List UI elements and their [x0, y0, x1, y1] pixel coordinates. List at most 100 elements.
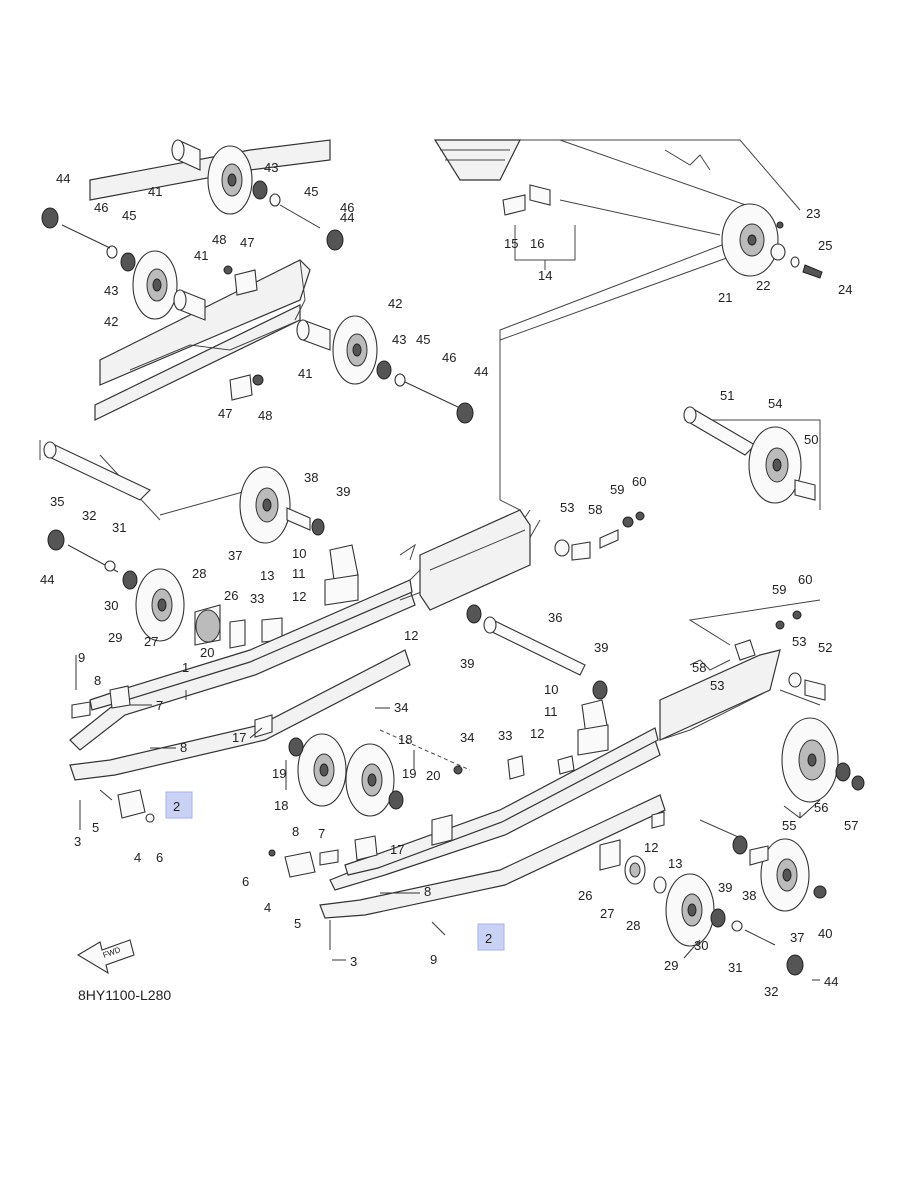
callout: 26	[224, 588, 238, 603]
callout: 33	[250, 591, 264, 606]
callout: 45	[416, 332, 430, 347]
bushing-27-left	[194, 604, 283, 649]
callout: 39	[460, 656, 474, 671]
callout: 17	[390, 842, 404, 857]
callout: 31	[728, 960, 742, 975]
idler-wheel-upper-2	[41, 207, 178, 320]
callout: 57	[844, 818, 858, 833]
callout: 9	[78, 650, 85, 665]
shaft-front	[43, 441, 151, 501]
callout: 17	[232, 730, 246, 745]
callout: 53	[560, 500, 574, 515]
callout: 51	[720, 388, 734, 403]
rear-arm-bracket-right	[659, 610, 826, 741]
callout: 60	[798, 572, 812, 587]
callout: 58	[692, 660, 706, 675]
callout: 16	[530, 236, 544, 251]
callout: 24	[838, 282, 852, 297]
callout: 40	[818, 926, 832, 941]
callout: 20	[426, 768, 440, 783]
callout: 36	[548, 610, 562, 625]
idler-wheel-37-upper	[239, 466, 325, 544]
callout: 50	[804, 432, 818, 447]
callout: 56	[814, 800, 828, 815]
callout: 30	[694, 938, 708, 953]
callout: 45	[304, 184, 318, 199]
callout: 47	[240, 235, 254, 250]
callout: 33	[498, 728, 512, 743]
callout: 44	[40, 572, 54, 587]
wheel-19-18-right	[345, 743, 404, 817]
callout: 19	[272, 766, 286, 781]
callout: 12	[292, 589, 306, 604]
callout: 8	[94, 673, 101, 688]
callout: 34	[394, 700, 408, 715]
diagram-code: 8HY1100-L280	[78, 987, 171, 1003]
collar-17-left	[254, 714, 273, 738]
callout: 9	[430, 952, 437, 967]
callout: 25	[818, 238, 832, 253]
callout: 12	[644, 840, 658, 855]
bracket-upper	[223, 265, 264, 401]
callout: 48	[258, 408, 272, 423]
collar-17-right	[431, 814, 453, 846]
slider-block-10-right	[577, 699, 609, 756]
slider-block-10-left	[324, 544, 359, 606]
callout: 46	[94, 200, 108, 215]
callout: 41	[298, 366, 312, 381]
callout: 7	[156, 698, 163, 713]
highlight-part-2-right: 2	[477, 923, 505, 951]
callout: 37	[790, 930, 804, 945]
callout: 46	[340, 200, 354, 215]
callout: 5	[92, 820, 99, 835]
wheel-37-right	[732, 835, 827, 912]
callout: 55	[782, 818, 796, 833]
callout: 44	[824, 974, 838, 989]
callout: 44	[340, 210, 354, 225]
wheel-55	[781, 717, 865, 803]
callout: 13	[668, 856, 682, 871]
shaft-36	[466, 604, 608, 700]
callout: 39	[594, 640, 608, 655]
callout: 21	[718, 290, 732, 305]
shaft-rear	[683, 406, 756, 456]
callout: 6	[156, 850, 163, 865]
idler-wheel-upper-3	[332, 315, 474, 424]
assembly-reference-lines	[39, 139, 821, 841]
callout: 18	[398, 732, 412, 747]
highlighted-part-label: 2	[485, 931, 492, 946]
callout: 38	[742, 888, 756, 903]
callout: 52	[818, 640, 832, 655]
callout: 28	[626, 918, 640, 933]
callout: 4	[264, 900, 271, 915]
highlighted-part-label: 2	[173, 799, 180, 814]
slide-rail-right	[319, 727, 666, 919]
callout: 23	[806, 206, 820, 221]
callout: 41	[194, 248, 208, 263]
callout: 35	[50, 494, 64, 509]
callout: 41	[148, 184, 162, 199]
callout: 14	[538, 268, 552, 283]
callout: 10	[544, 682, 558, 697]
callout: 28	[192, 566, 206, 581]
callout: 11	[292, 566, 306, 581]
callout: 1	[182, 660, 189, 675]
callout: 32	[82, 508, 96, 523]
callout: 45	[122, 208, 136, 223]
callout: 6	[242, 874, 249, 889]
callout: 46	[442, 350, 456, 365]
rear-idler-wheel-top	[721, 203, 823, 279]
callout: 43	[104, 283, 118, 298]
callout: 39	[718, 880, 732, 895]
callout: 11	[544, 704, 558, 719]
idler-wheel-rear-54	[748, 426, 816, 504]
callout-labels: 44 46 45 43 42 41 43 45 46 44 48 47 41 4…	[40, 160, 858, 999]
callout: 7	[318, 826, 325, 841]
callout: 29	[664, 958, 678, 973]
callout: 53	[710, 678, 724, 693]
bushing-26-27-right	[599, 839, 667, 894]
callout: 37	[228, 548, 242, 563]
callout: 59	[610, 482, 624, 497]
callout: 34	[460, 730, 474, 745]
